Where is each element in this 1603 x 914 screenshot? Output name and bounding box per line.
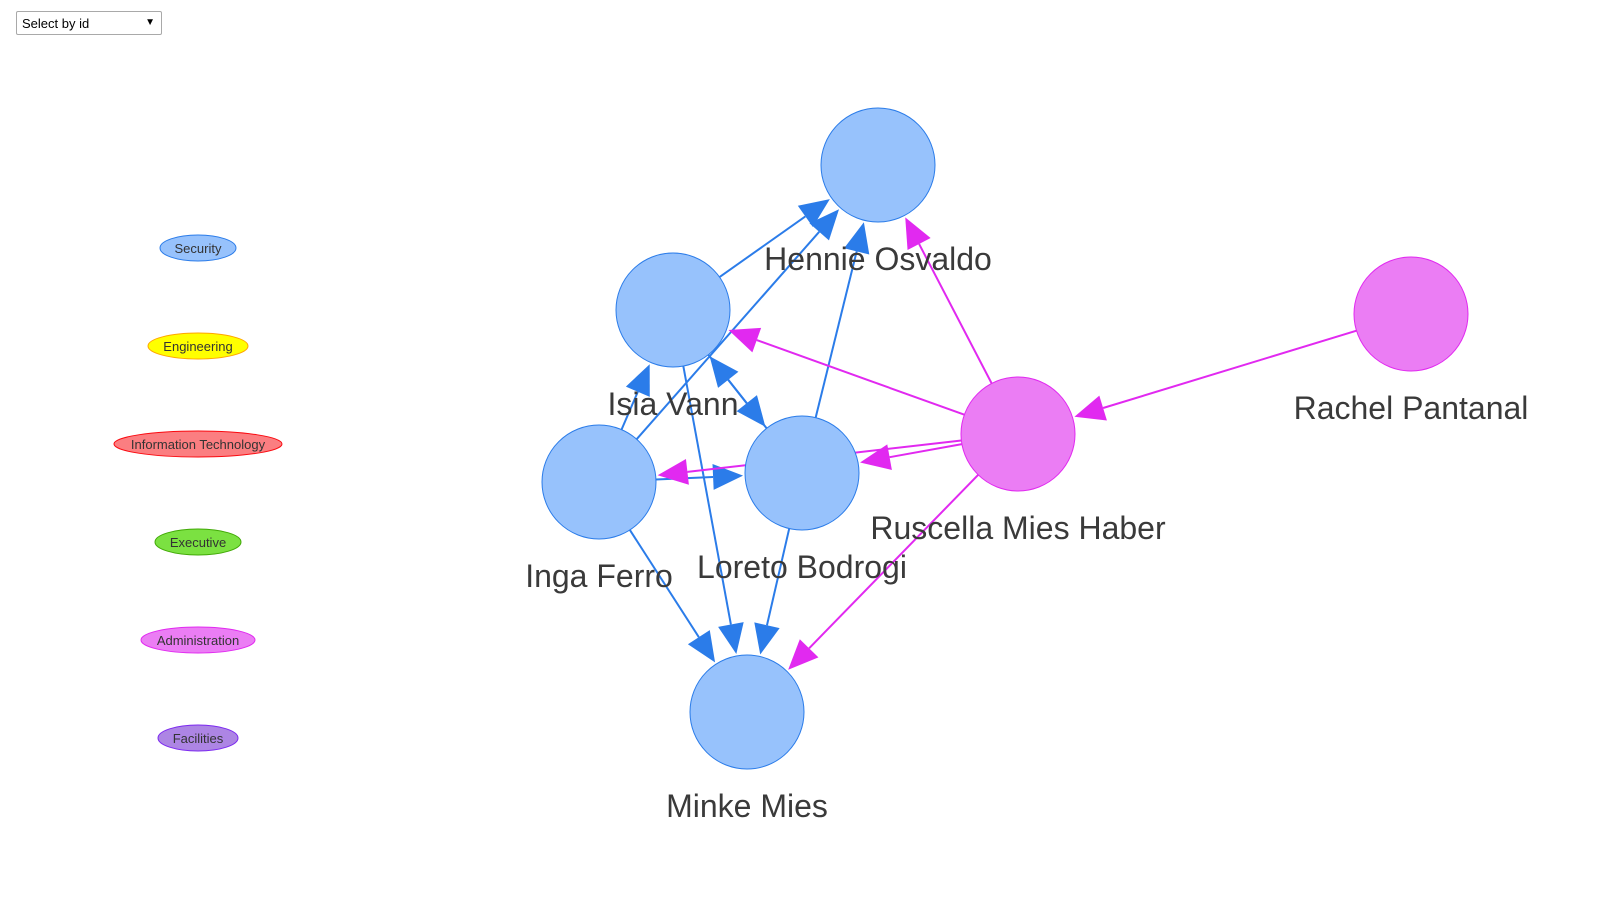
edge-isia-to-loreto[interactable] [707, 354, 766, 427]
node-isia[interactable]: Isia Vann [607, 252, 739, 422]
legend-ellipse [159, 234, 237, 262]
legend-item-engineering[interactable]: Engineering [147, 332, 249, 360]
edge-isia-to-hennie[interactable] [718, 199, 830, 278]
arrowhead-icon [687, 630, 716, 663]
edge-loreto-to-hennie[interactable] [814, 222, 870, 418]
legend-label: Information Technology [131, 437, 266, 452]
legend-label: Executive [170, 535, 226, 550]
edge-isia-to-minke[interactable] [682, 365, 744, 654]
legend-label: Facilities [173, 731, 224, 746]
edge-ruscella-to-loreto[interactable] [860, 443, 963, 470]
legend-item-facilities[interactable]: Facilities [157, 724, 239, 752]
edges-layer [620, 199, 1357, 670]
arrowhead-icon [809, 209, 840, 241]
arrowhead-icon [728, 327, 762, 353]
arrowhead-icon [905, 217, 931, 250]
node-circle[interactable] [615, 252, 731, 368]
node-minke[interactable]: Minke Mies [666, 654, 828, 824]
arrowhead-icon [657, 458, 689, 485]
legend-label: Engineering [163, 339, 232, 354]
legend-ellipse [113, 430, 283, 458]
legend-ellipse [147, 332, 249, 360]
node-label: Loreto Bodrogi [697, 549, 907, 585]
chevron-down-icon: ▼ [145, 17, 155, 28]
node-label: Inga Ferro [525, 558, 673, 594]
legend-ellipse [157, 724, 239, 752]
legend-ellipse [154, 528, 242, 556]
legend-item-security[interactable]: Security [159, 234, 237, 262]
arrowhead-icon [1074, 395, 1107, 421]
legend-ellipse [140, 626, 256, 654]
edge-ruscella-to-hennie[interactable] [905, 217, 993, 384]
edge-inga-to-minke[interactable] [629, 529, 716, 663]
select-by-id-dropdown[interactable]: Select by id ▼ [16, 11, 162, 35]
edge-inga-to-isia[interactable] [620, 364, 650, 431]
arrowhead-icon [754, 622, 780, 655]
arrowhead-icon [844, 222, 870, 255]
node-circle[interactable] [960, 376, 1076, 492]
node-circle[interactable] [689, 654, 805, 770]
node-circle[interactable] [820, 107, 936, 223]
legend-item-administration[interactable]: Administration [140, 626, 256, 654]
edge-loreto-to-minke[interactable] [754, 528, 791, 655]
node-circle[interactable] [744, 415, 860, 531]
node-ruscella[interactable]: Ruscella Mies Haber [870, 376, 1166, 546]
edge-ruscella-to-minke[interactable] [788, 474, 979, 670]
edge-rachel-to-ruscella[interactable] [1074, 329, 1357, 421]
arrowhead-icon [797, 199, 830, 228]
select-by-id-label: Select by id [22, 16, 90, 31]
arrowhead-icon [712, 463, 744, 490]
node-label: Isia Vann [607, 386, 738, 422]
arrowhead-icon [718, 622, 744, 654]
arrowhead-icon [860, 444, 892, 470]
node-hennie[interactable]: Hennie Osvaldo [764, 107, 992, 277]
arrowhead-icon [788, 639, 819, 670]
legend-label: Administration [157, 633, 239, 648]
node-circle[interactable] [541, 424, 657, 540]
edge-ruscella-to-isia[interactable] [728, 327, 965, 416]
node-label: Minke Mies [666, 788, 828, 824]
node-label: Hennie Osvaldo [764, 241, 992, 277]
node-inga[interactable]: Inga Ferro [525, 424, 673, 594]
node-label: Rachel Pantanal [1294, 390, 1529, 426]
node-label: Ruscella Mies Haber [870, 510, 1166, 546]
legend-item-executive[interactable]: Executive [154, 528, 242, 556]
node-rachel[interactable]: Rachel Pantanal [1294, 256, 1529, 426]
node-circle[interactable] [1353, 256, 1469, 372]
edge-inga-to-hennie[interactable] [635, 209, 840, 440]
legend-item-information-technology[interactable]: Information Technology [113, 430, 283, 458]
arrowhead-icon [625, 364, 650, 397]
legend-label: Security [175, 241, 222, 256]
node-loreto[interactable]: Loreto Bodrogi [697, 415, 907, 585]
arrowhead-icon [736, 395, 766, 427]
